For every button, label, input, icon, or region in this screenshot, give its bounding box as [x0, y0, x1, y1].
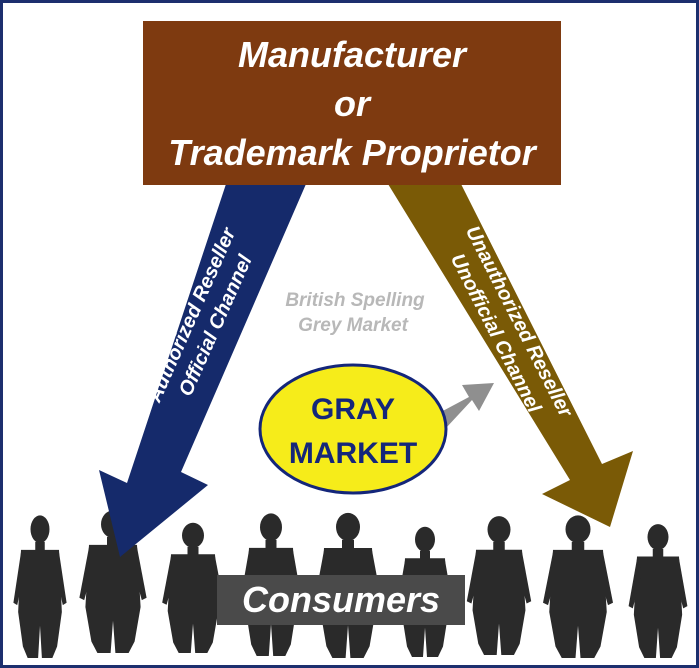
arrow-right-up-icon — [439, 383, 494, 428]
manufacturer-line2: or — [334, 82, 370, 124]
note-line1: British Spelling — [285, 290, 425, 311]
gray-market-line1: GRAY — [311, 393, 395, 426]
manufacturer-box: Manufacturer or Trademark Proprietor — [143, 21, 561, 185]
diagram-canvas: Authorized Reseller Official Channel Una… — [13, 184, 688, 658]
unauthorized-channel-arrow — [388, 184, 633, 527]
gray-market-ellipse — [258, 363, 448, 495]
manufacturer-line3: Trademark Proprietor — [168, 131, 536, 173]
gray-market-line2: MARKET — [289, 437, 417, 470]
person-silhouette-icon — [466, 516, 532, 655]
note-line2: Grey Market — [298, 315, 409, 336]
manufacturer-line1: Manufacturer — [237, 33, 467, 75]
british-spelling-note: British Spelling Grey Market — [285, 290, 425, 336]
consumers-label: Consumers — [241, 579, 441, 620]
person-silhouette-icon — [628, 524, 688, 658]
consumers-box: Consumers — [217, 575, 465, 625]
person-silhouette-icon — [13, 515, 67, 658]
person-silhouette-icon — [162, 522, 224, 653]
authorized-channel-arrow — [99, 184, 306, 557]
person-silhouette-icon — [543, 515, 613, 658]
